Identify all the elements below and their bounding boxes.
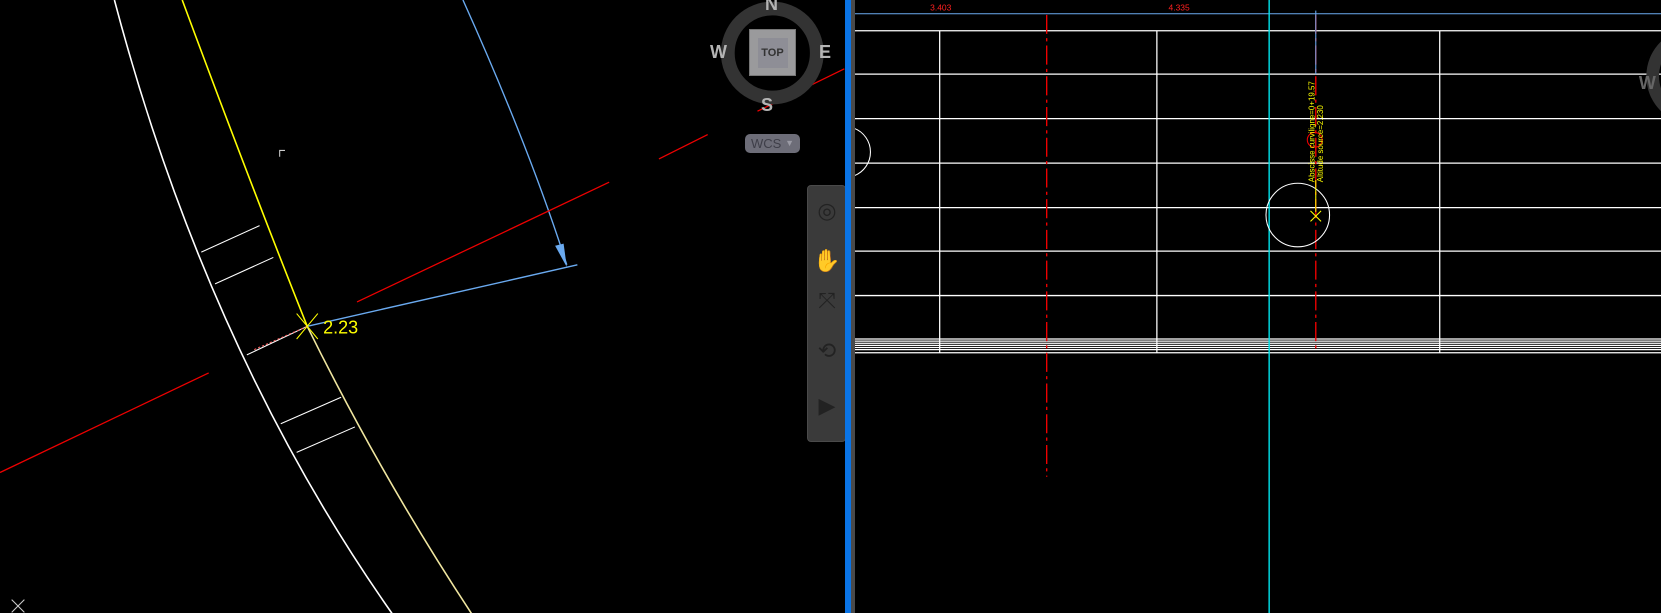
- road-edge-yellow: [181, 0, 308, 327]
- viewcube-west-right[interactable]: W: [1639, 73, 1656, 93]
- dimension-2: 4.335: [1169, 3, 1190, 13]
- right-viewport[interactable]: 3.403 4.335 Abscisse curviligne=0+19.57 …: [853, 0, 1661, 613]
- chevron-down-icon: ▼: [785, 138, 794, 148]
- structure-circle-partial: [853, 127, 871, 177]
- viewcube-ring[interactable]: [720, 1, 824, 105]
- alignment-red: [658, 133, 708, 160]
- viewport-divider-active[interactable]: [845, 0, 851, 613]
- pan-hand-icon[interactable]: ✋: [813, 248, 841, 273]
- cross-section: [201, 225, 260, 253]
- highlight-circle: [1306, 131, 1323, 148]
- left-viewport[interactable]: 2.23: [0, 0, 845, 613]
- ucs-icon: [11, 599, 25, 613]
- navigation-bar[interactable]: ◎ ✋ ⤧ ⟲ ▶: [807, 185, 846, 442]
- viewcube-east[interactable]: E: [819, 42, 832, 62]
- cross-section: [296, 426, 356, 453]
- leader-line: [307, 264, 578, 327]
- label-line-1: Abscisse curviligne=0+19.57: [1308, 81, 1317, 183]
- viewcube-ring-right[interactable]: [1646, 34, 1661, 119]
- leader-arc: [462, 0, 568, 266]
- arrowhead: [555, 243, 567, 267]
- ucs-menu-label: WCS: [751, 136, 782, 151]
- label-line-2: Altitude source=2.230: [1316, 105, 1325, 183]
- viewcube-south[interactable]: S: [761, 95, 774, 115]
- cross-section: [280, 396, 342, 425]
- ucs-menu[interactable]: WCS▼: [745, 134, 800, 153]
- top-face-label: TOP: [757, 37, 788, 68]
- cursor-corner: [279, 149, 285, 157]
- point-marker: [296, 313, 319, 340]
- cross-section: [214, 256, 274, 285]
- alignment-red: [0, 372, 209, 474]
- point-marker: [1310, 210, 1322, 222]
- zoom-extents-icon[interactable]: ⤧: [818, 288, 836, 313]
- offset-line: [254, 325, 308, 351]
- road-edge-outer: [113, 0, 393, 613]
- profile-grid: [853, 30, 1661, 354]
- viewcube-top-face[interactable]: TOP: [749, 29, 796, 76]
- viewport-splitter[interactable]: [851, 0, 855, 613]
- showmotion-icon[interactable]: ▶: [818, 393, 836, 418]
- road-edge-inner: [306, 325, 473, 613]
- measurement-label: 2.23: [323, 318, 358, 338]
- steering-wheel-icon[interactable]: ◎: [817, 198, 837, 223]
- alignment-red: [356, 181, 610, 303]
- structure-circle: [1265, 182, 1331, 248]
- orbit-icon[interactable]: ⟲: [817, 338, 837, 363]
- viewcube-west[interactable]: W: [710, 42, 727, 62]
- dimension-1: 3.403: [930, 3, 951, 13]
- viewcube-north[interactable]: N: [765, 0, 778, 14]
